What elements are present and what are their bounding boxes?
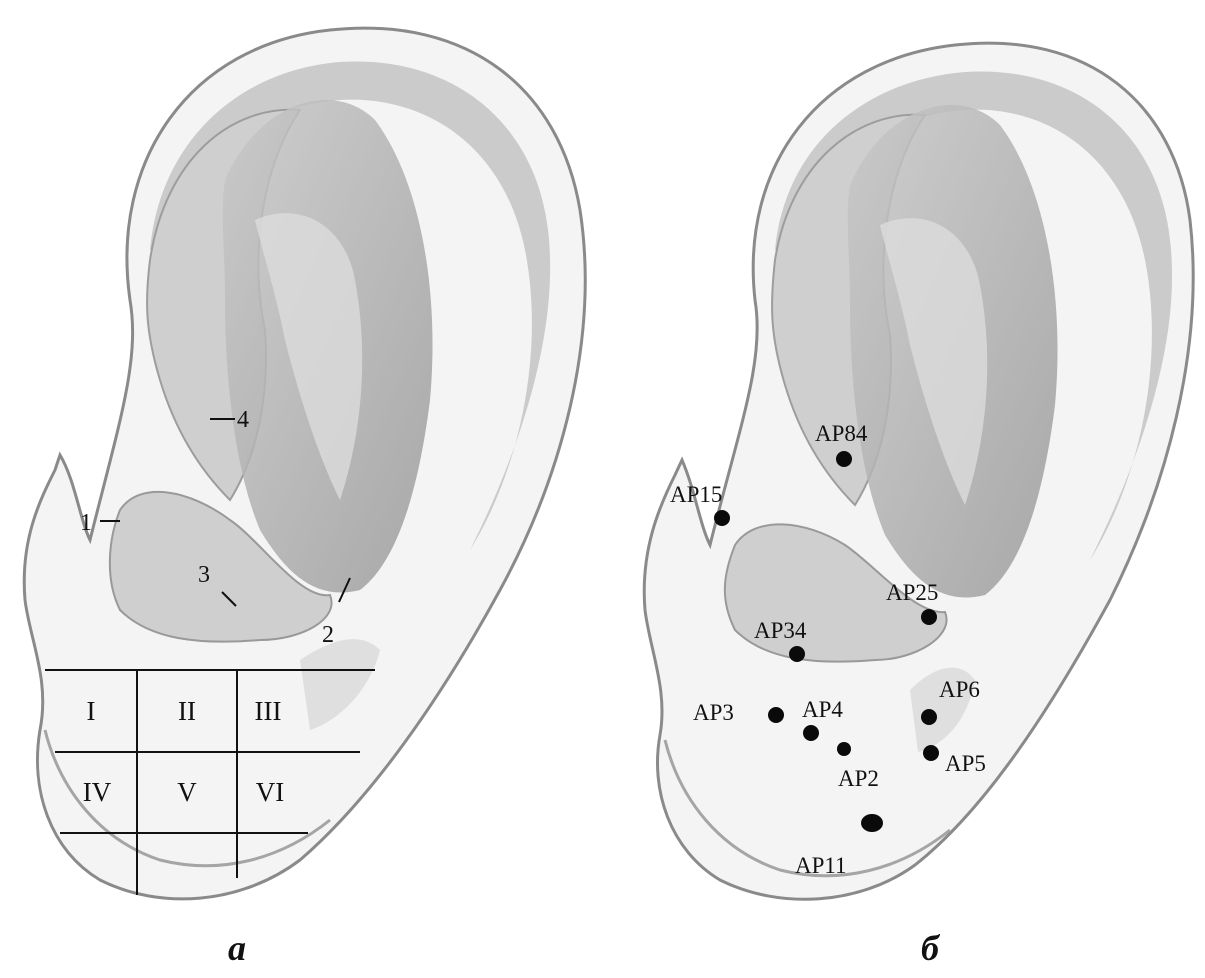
point-label-ap2: AP2 <box>838 766 879 791</box>
zone-label-I: I <box>87 696 96 726</box>
point-dot-ap5 <box>923 745 939 761</box>
point-label-ap25: AP25 <box>886 580 938 605</box>
point-dot-ap6 <box>921 709 937 725</box>
structure-label-3: 3 <box>198 562 210 588</box>
point-label-ap11: AP11 <box>795 853 847 878</box>
point-dot-ap84 <box>836 451 852 467</box>
point-dot-ap11 <box>861 814 883 832</box>
point-dot-ap3 <box>768 707 784 723</box>
ear-a: 1 2 3 4 I II III IV V VI <box>24 28 585 899</box>
point-dot-ap34 <box>789 646 805 662</box>
point-label-ap5: AP5 <box>945 751 986 776</box>
caption-b: б <box>921 928 941 968</box>
zone-label-IV: IV <box>83 777 112 807</box>
point-dot-ap4 <box>803 725 819 741</box>
point-label-ap84: AP84 <box>815 421 868 446</box>
zone-label-II: II <box>178 696 196 726</box>
ear-b: AP84 AP15 AP25 AP34 AP6 AP3 AP4 AP2 AP5 … <box>644 43 1193 899</box>
structure-label-1: 1 <box>80 510 92 536</box>
point-label-ap15: AP15 <box>670 482 722 507</box>
point-label-ap4: AP4 <box>802 697 843 722</box>
point-dot-ap2 <box>837 742 851 756</box>
structure-label-4: 4 <box>237 407 249 433</box>
point-label-ap6: AP6 <box>939 677 980 702</box>
zone-label-V: V <box>177 777 197 807</box>
structure-label-2: 2 <box>322 622 334 648</box>
zone-label-III: III <box>255 696 282 726</box>
point-dot-ap15 <box>714 510 730 526</box>
point-label-ap3: AP3 <box>693 700 734 725</box>
caption-a: а <box>228 928 246 968</box>
point-dot-ap25 <box>921 609 937 625</box>
point-label-ap34: AP34 <box>754 618 807 643</box>
zone-label-VI: VI <box>256 777 285 807</box>
